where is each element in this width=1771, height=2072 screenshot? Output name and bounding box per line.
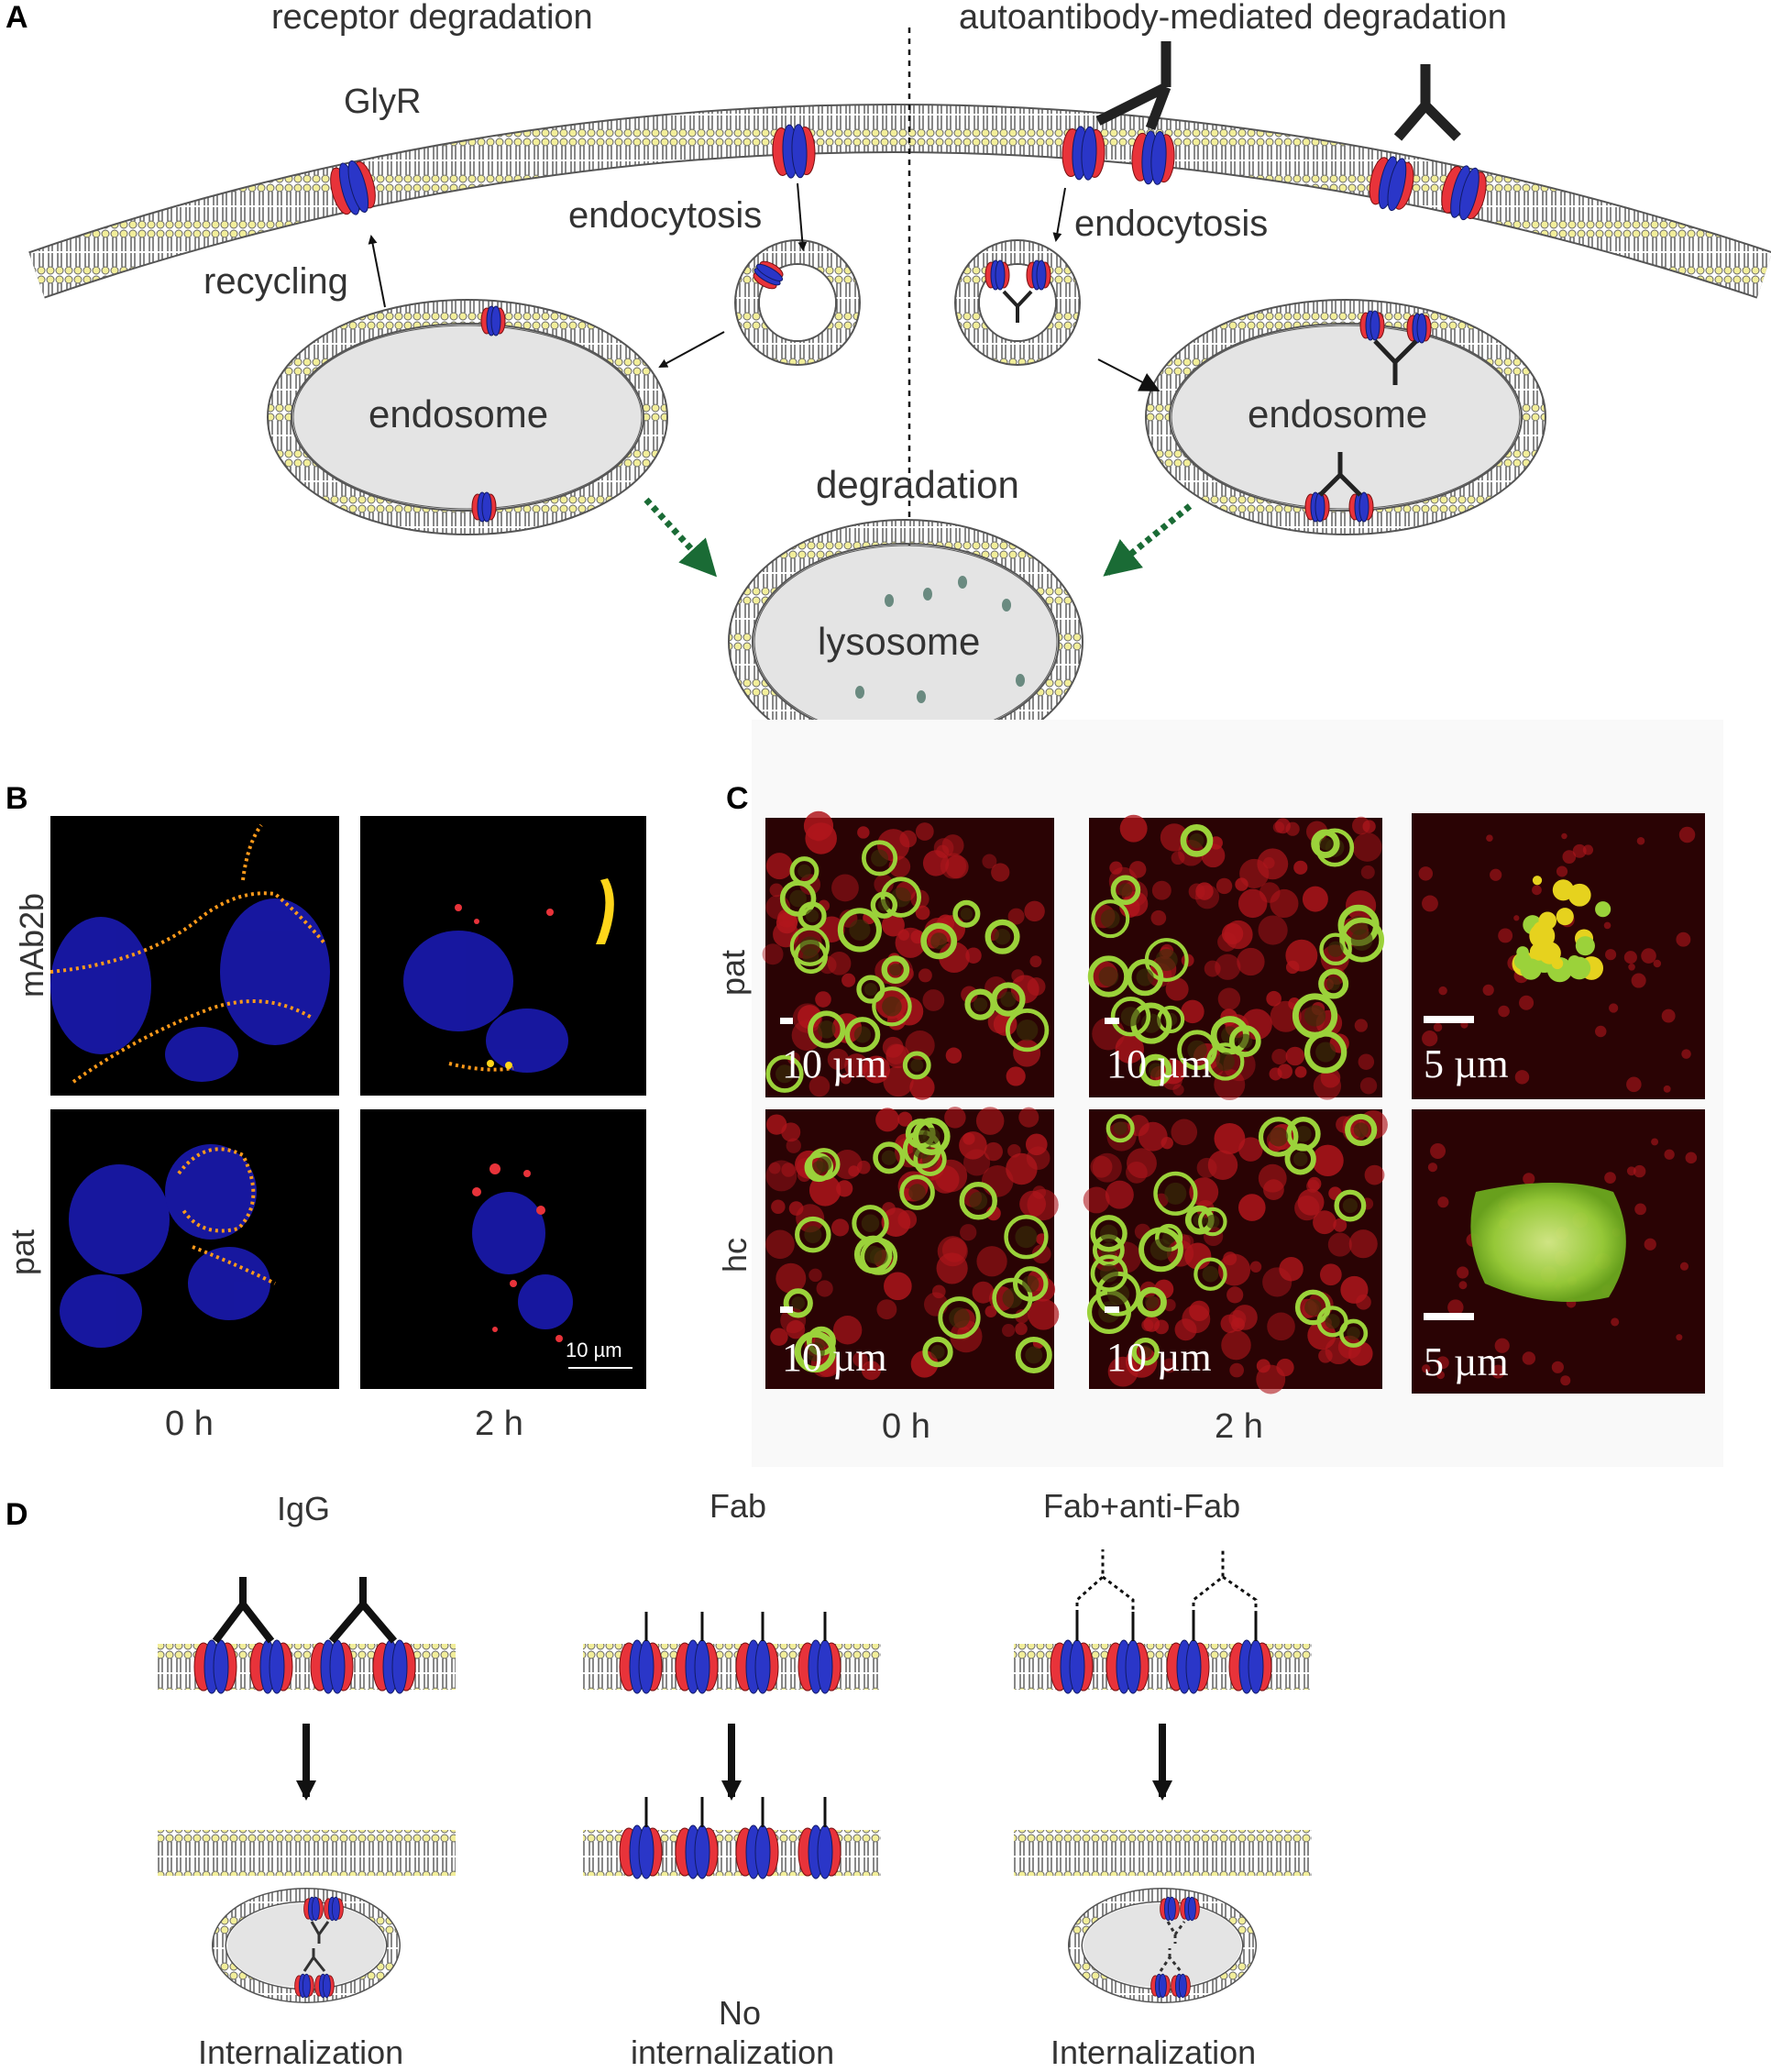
glyr-receptor: [675, 1824, 719, 1879]
result-fab-line1: No: [719, 1994, 762, 2032]
col-label-2h-b: 2 h: [475, 1405, 523, 1443]
title-fab-anti-fab: Fab+anti-Fab: [1043, 1487, 1241, 1525]
label-recycling: recycling: [204, 261, 348, 302]
scale-label-c6: 5 µm: [1424, 1339, 1509, 1384]
row-label-hc-c: hc: [716, 1237, 754, 1273]
arrow-degradation-left: [644, 497, 718, 578]
panel-c: [752, 720, 1723, 1467]
label-endosome-right: endosome: [1248, 392, 1428, 435]
arrow-endocytosis-right: [1052, 187, 1066, 242]
glyr-receptor: [735, 1639, 779, 1694]
cell-cluster: [762, 810, 1050, 1100]
glyr-receptor: [771, 123, 817, 180]
result-igg: Internalization: [198, 2033, 404, 2071]
panel-label-b: B: [6, 781, 28, 816]
scale-label-c4: 10 µm: [782, 1335, 887, 1380]
panel-d: [158, 1549, 1312, 2003]
panel-a: [28, 28, 1771, 788]
label-endocytosis-left: endocytosis: [568, 195, 763, 236]
glyr-receptor: [1061, 125, 1106, 182]
glyr-receptor: [798, 1639, 842, 1694]
row-label-mab2b: mAb2b: [13, 892, 51, 998]
label-degradation: degradation: [816, 463, 1019, 506]
arrow-degradation-right: [1103, 503, 1193, 577]
label-glyr: GlyR: [344, 83, 422, 121]
scale-label-c3: 5 µm: [1424, 1042, 1509, 1086]
arrow-to-endosome-right: [1097, 358, 1160, 391]
glyr-receptor: [1130, 129, 1176, 186]
glyr-receptor: [193, 1639, 237, 1694]
scale-label-c2: 10 µm: [1106, 1042, 1212, 1086]
arrow-to-endosome-left: [658, 331, 725, 368]
panel-b: [50, 816, 646, 1389]
endocytic-vesicle-left: [734, 239, 861, 366]
cell-cluster: [1083, 1110, 1388, 1394]
arrow-recycling: [368, 235, 386, 308]
glyr-receptor: [310, 1639, 354, 1694]
cell-cluster: [1087, 814, 1385, 1101]
endosome-right: [1145, 299, 1546, 535]
glyr-receptor: [249, 1639, 293, 1694]
cell-cluster: [765, 1107, 1060, 1381]
title-autoantibody-degradation: autoantibody-mediated degradation: [959, 0, 1507, 37]
row-label-pat-b: pat: [4, 1229, 42, 1276]
glyr-receptor: [798, 1824, 842, 1879]
zoom-cell-pat: [1418, 826, 1696, 1093]
endosome-fab-anti-fab: [1068, 1888, 1257, 2003]
endosome-left: [267, 299, 668, 535]
scale-label-c5: 10 µm: [1106, 1335, 1212, 1380]
endocytic-vesicle-right: [954, 239, 1081, 366]
anti-fab-antibody: [1075, 1549, 1135, 1614]
glyr-receptor: [1228, 1639, 1272, 1694]
title-receptor-degradation: receptor degradation: [271, 0, 593, 37]
scale-label-b: 10 µm: [566, 1339, 622, 1361]
result-fab-line2: internalization: [631, 2033, 835, 2071]
glyr-receptor: [1050, 1639, 1094, 1694]
igg-antibody: [328, 1577, 398, 1644]
result-fab-anti-fab: Internalization: [1050, 2033, 1257, 2071]
col-label-0h-b: 0 h: [165, 1405, 214, 1443]
col-label-2h-c: 2 h: [1215, 1407, 1263, 1446]
membrane-top-fab: [583, 1639, 881, 1694]
endosome-igg: [212, 1888, 401, 2003]
membrane-bottom-fab-anti-fab: [1014, 1830, 1312, 1876]
label-endocytosis-right: endocytosis: [1074, 204, 1269, 244]
igg-antibody: [212, 1577, 275, 1644]
antibody: [1393, 64, 1461, 141]
label-endosome-left: endosome: [368, 392, 549, 435]
glyr-receptor: [619, 1639, 663, 1694]
membrane-bottom-fab: [583, 1824, 881, 1879]
membrane-top-igg: [158, 1639, 456, 1694]
arrow-endocytosis-left: [797, 182, 808, 251]
panel-label-a: A: [6, 0, 28, 35]
col-label-0h-c: 0 h: [882, 1407, 930, 1446]
glyr-receptor: [372, 1639, 416, 1694]
panel-label-c: C: [726, 781, 749, 816]
anti-fab-antibody: [1192, 1549, 1258, 1614]
glyr-receptor: [1106, 1639, 1150, 1694]
antibody: [1095, 41, 1172, 130]
label-lysosome: lysosome: [818, 620, 981, 663]
scale-label-c1: 10 µm: [782, 1042, 887, 1086]
row-label-pat-c: pat: [714, 949, 753, 997]
title-igg: IgG: [277, 1490, 331, 1527]
glyr-receptor: [735, 1824, 779, 1879]
title-fab: Fab: [710, 1487, 767, 1525]
membrane-bottom-igg: [158, 1830, 456, 1876]
glyr-receptor: [675, 1639, 719, 1694]
panel-label-d: D: [6, 1497, 28, 1532]
glyr-receptor: [619, 1824, 663, 1879]
membrane-top-fab-anti-fab: [1014, 1639, 1312, 1694]
glyr-receptor: [1166, 1639, 1210, 1694]
zoom-cell-hc: [1421, 1138, 1698, 1386]
